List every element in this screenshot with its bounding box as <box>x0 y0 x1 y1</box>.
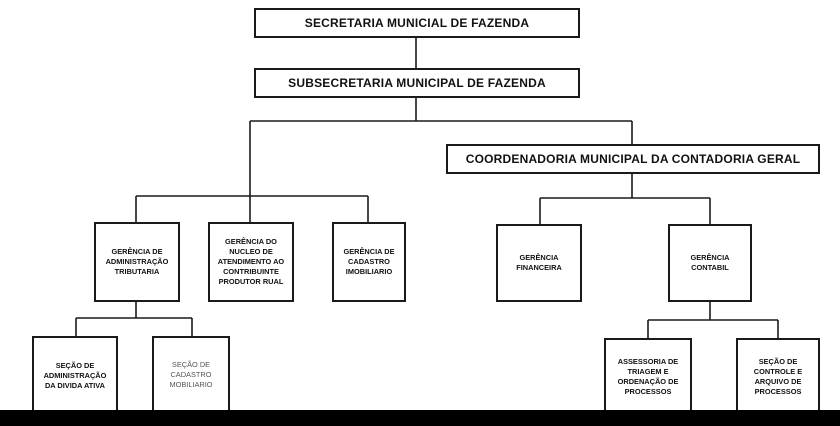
node-label: SEÇÃO DE CONTROLE E ARQUIVO DE PROCESSOS <box>753 357 803 396</box>
node-coordenadoria: COORDENADORIA MUNICIPAL DA CONTADORIA GE… <box>446 144 820 174</box>
node-label: SUBSECRETARIA MUNICIPAL DE FAZENDA <box>288 76 546 90</box>
node-label: GERÊNCIA DE CADASTRO IMOBILIARIO <box>343 247 395 276</box>
node-subsecretaria: SUBSECRETARIA MUNICIPAL DE FAZENDA <box>254 68 580 98</box>
node-label: GERÊNCIA FINANCEIRA <box>516 253 562 272</box>
node-ger-cadastro: GERÊNCIA DE CADASTRO IMOBILIARIO <box>332 222 406 302</box>
node-sec-divida: SEÇÃO DE ADMINISTRAÇÃO DA DIVIDA ATIVA <box>32 336 118 416</box>
node-label: GERÊNCIA CONTABIL <box>690 253 730 272</box>
node-ger-admin-trib: GERÊNCIA DE ADMINISTRAÇÃO TRIBUTARIA <box>94 222 180 302</box>
node-label: ASSESSORIA DE TRIAGEM E ORDENAÇÃO DE PRO… <box>617 357 679 396</box>
node-label: SECRETARIA MUNICIAL DE FAZENDA <box>304 16 530 30</box>
node-label: SEÇÃO DE ADMINISTRAÇÃO DA DIVIDA ATIVA <box>43 361 107 390</box>
node-label: GERÊNCIA DE ADMINISTRAÇÃO TRIBUTARIA <box>105 247 169 276</box>
node-sec-mobiliario: SEÇÃO DE CADASTRO MOBILIARIO <box>152 336 230 414</box>
node-assessoria: ASSESSORIA DE TRIAGEM E ORDENAÇÃO DE PRO… <box>604 338 692 416</box>
node-secretaria: SECRETARIA MUNICIAL DE FAZENDA <box>254 8 580 38</box>
node-label: GERÊNCIA DO NUCLEO DE ATENDIMENTO AO CON… <box>217 237 285 286</box>
node-ger-financeira: GERÊNCIA FINANCEIRA <box>496 224 582 302</box>
bottom-black-bar <box>0 410 840 426</box>
node-ger-nucleo: GERÊNCIA DO NUCLEO DE ATENDIMENTO AO CON… <box>208 222 294 302</box>
node-label: SEÇÃO DE CADASTRO MOBILIARIO <box>169 360 213 389</box>
node-sec-controle: SEÇÃO DE CONTROLE E ARQUIVO DE PROCESSOS <box>736 338 820 416</box>
node-ger-contabil: GERÊNCIA CONTABIL <box>668 224 752 302</box>
node-label: COORDENADORIA MUNICIPAL DA CONTADORIA GE… <box>465 152 801 166</box>
